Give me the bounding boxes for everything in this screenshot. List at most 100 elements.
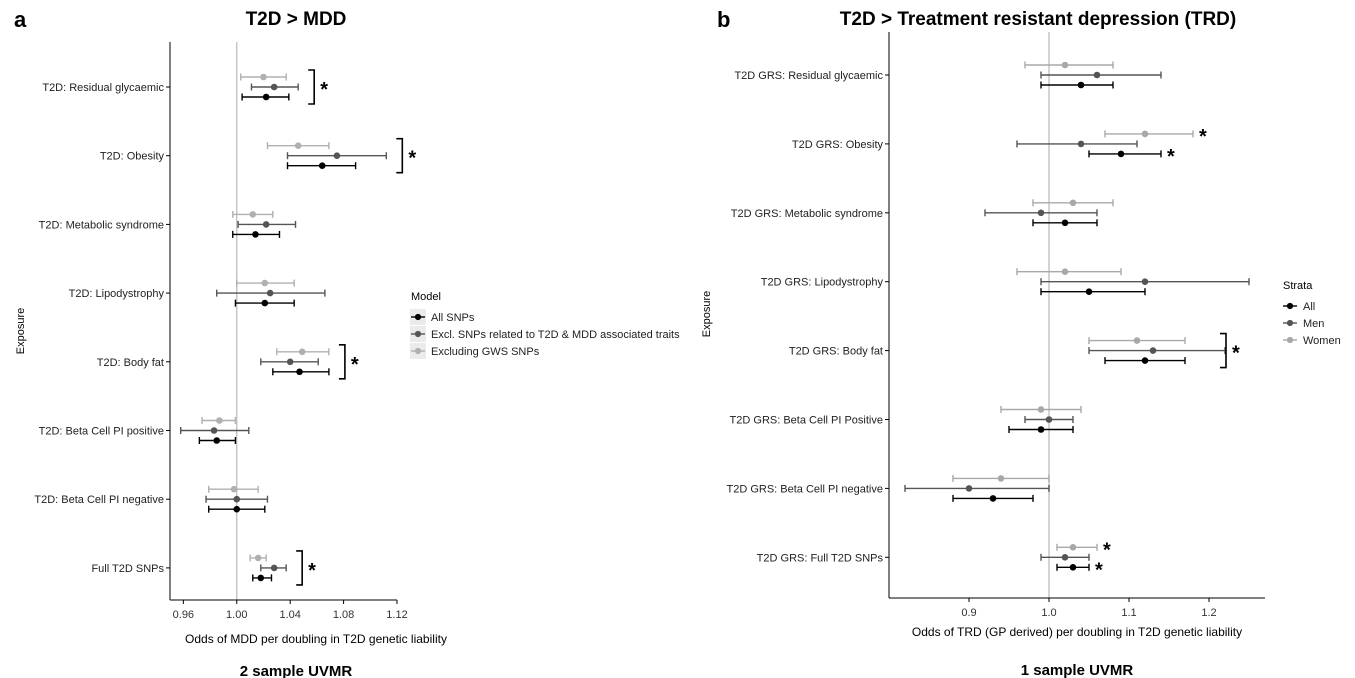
legend-title: Strata — [1283, 280, 1313, 292]
estimate-point — [989, 495, 997, 502]
estimate-point — [997, 475, 1005, 482]
estimate-point — [1069, 544, 1077, 551]
panel-caption: 1 sample UVMR — [1021, 662, 1134, 678]
panel-letter: a — [14, 7, 27, 32]
significance-star: * — [1199, 126, 1207, 148]
significance-bracket — [396, 137, 404, 174]
significance-star: * — [308, 560, 316, 582]
legend-key-point — [1286, 336, 1294, 344]
estimate-point — [1045, 416, 1053, 423]
estimate-point — [233, 505, 241, 513]
legend-entry: Women — [1303, 335, 1341, 347]
significance-bracket — [338, 344, 346, 380]
estimate-point — [262, 221, 270, 228]
y-tick-label: T2D GRS: Residual glycaemic — [734, 70, 883, 82]
x-tick-label: 1.12 — [386, 609, 407, 621]
estimate-point — [1117, 150, 1125, 158]
x-axis-label: Odds of TRD (GP derived) per doubling in… — [912, 625, 1242, 639]
legend-entry: All — [1303, 301, 1315, 313]
estimate-point — [1061, 61, 1069, 69]
estimate-point — [294, 142, 302, 149]
estimate-point — [1061, 554, 1069, 561]
legend-key-point — [1286, 302, 1294, 310]
y-tick-label: T2D: Beta Cell PI negative — [34, 494, 164, 506]
x-tick-label: 1.04 — [279, 609, 300, 621]
y-tick-label: T2D GRS: Full T2D SNPs — [757, 552, 884, 564]
panel-caption: 2 sample UVMR — [240, 663, 353, 678]
x-tick-label: 1.1 — [1121, 607, 1136, 619]
estimate-point — [1077, 140, 1085, 148]
estimate-point — [1069, 564, 1077, 571]
chart-title: T2D > MDD — [246, 9, 347, 30]
estimate-point — [296, 368, 303, 376]
estimate-point — [270, 564, 278, 572]
significance-star: * — [1103, 539, 1111, 561]
estimate-point — [1085, 288, 1093, 296]
x-tick-label: 1.08 — [333, 609, 354, 621]
panel-letter: b — [717, 7, 730, 32]
chart-title: T2D > Treatment resistant depression (TR… — [840, 9, 1236, 30]
legend-entry: Excl. SNPs related to T2D & MDD associat… — [431, 329, 680, 341]
y-axis-label: Exposure — [15, 308, 27, 354]
y-tick-label: T2D: Lipodystrophy — [69, 288, 165, 300]
estimate-point — [1037, 209, 1045, 217]
y-tick-label: T2D: Residual glycaemic — [42, 82, 164, 94]
estimate-point — [249, 211, 257, 218]
legend-key-point — [414, 313, 422, 321]
significance-star: * — [351, 354, 359, 376]
estimate-point — [298, 348, 306, 356]
legend-entry: Excluding GWS SNPs — [431, 346, 540, 358]
estimate-point — [260, 73, 267, 81]
x-tick-label: 1.0 — [1041, 607, 1056, 619]
y-tick-label: T2D: Body fat — [97, 357, 164, 369]
estimate-point — [261, 279, 269, 287]
y-tick-label: T2D GRS: Beta Cell PI negative — [726, 483, 883, 495]
estimate-point — [333, 152, 341, 159]
y-tick-label: Full T2D SNPs — [91, 563, 164, 575]
estimate-point — [1037, 426, 1045, 433]
legend-key-point — [414, 347, 422, 355]
estimate-point — [1077, 81, 1085, 89]
estimate-point — [257, 574, 265, 582]
significance-star: * — [1167, 146, 1175, 168]
estimate-point — [270, 83, 278, 91]
estimate-point — [1149, 347, 1157, 354]
legend-key-point — [1286, 319, 1294, 327]
estimate-point — [252, 231, 259, 238]
estimate-point — [1061, 268, 1069, 276]
legend-title: Model — [411, 291, 441, 303]
estimate-point — [1069, 199, 1077, 207]
x-tick-label: 1.00 — [226, 609, 247, 621]
x-tick-label: 0.9 — [961, 607, 976, 619]
estimate-point — [1093, 71, 1101, 79]
y-tick-label: T2D GRS: Metabolic syndrome — [731, 208, 883, 220]
significance-star: * — [1232, 343, 1240, 365]
significance-star: * — [408, 148, 416, 170]
y-tick-label: T2D: Obesity — [100, 151, 165, 163]
estimate-point — [1141, 357, 1149, 364]
estimate-point — [216, 417, 223, 424]
estimate-point — [1133, 337, 1141, 344]
estimate-point — [1061, 219, 1069, 227]
estimate-point — [318, 162, 326, 169]
estimate-point — [210, 427, 218, 434]
significance-star: * — [320, 79, 328, 101]
estimate-point — [262, 93, 270, 101]
significance-star: * — [1095, 559, 1103, 581]
estimate-point — [1141, 278, 1149, 286]
x-tick-label: 1.2 — [1201, 607, 1216, 619]
estimate-point — [266, 289, 274, 297]
y-tick-label: T2D GRS: Beta Cell PI Positive — [730, 415, 883, 427]
estimate-point — [254, 554, 262, 562]
legend-key-point — [414, 330, 422, 338]
estimate-point — [213, 437, 221, 444]
x-axis-label: Odds of MDD per doubling in T2D genetic … — [185, 632, 447, 646]
estimate-point — [233, 495, 241, 503]
estimate-point — [1037, 406, 1045, 413]
estimate-point — [1141, 130, 1149, 138]
estimate-point — [965, 485, 973, 492]
legend-entry: Men — [1303, 318, 1324, 330]
estimate-point — [261, 299, 269, 307]
estimate-point — [286, 358, 294, 366]
